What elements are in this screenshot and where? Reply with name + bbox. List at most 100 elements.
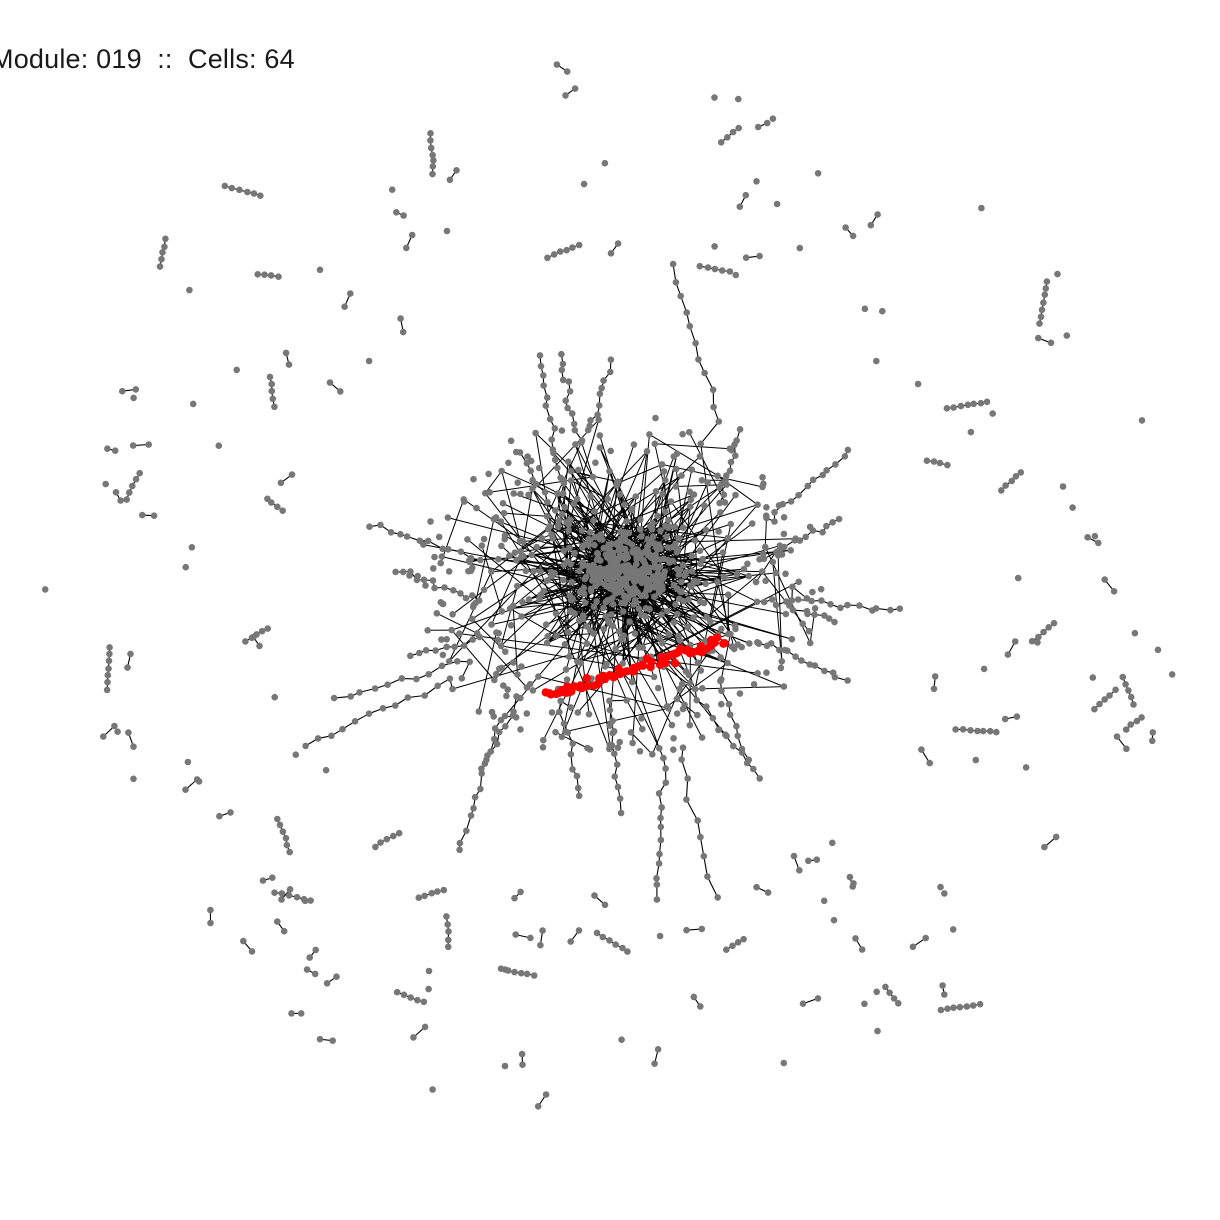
graph-node (806, 661, 814, 668)
graph-node (444, 943, 452, 951)
graph-node (302, 742, 309, 750)
graph-node (799, 620, 806, 628)
graph-node (952, 726, 959, 733)
graph-node (566, 592, 574, 599)
graph-node (931, 673, 939, 680)
graph-node (754, 670, 761, 677)
graph-node (429, 170, 436, 178)
graph-edge (716, 581, 735, 650)
graph-node (943, 405, 951, 412)
graph-node (523, 460, 531, 467)
graph-node (509, 602, 517, 610)
graph-node (267, 272, 275, 279)
graph-node (823, 467, 830, 474)
graph-node (656, 563, 663, 571)
graph-node (659, 639, 666, 647)
graph-node (598, 384, 605, 392)
graph-node (573, 495, 581, 503)
graph-node (422, 582, 429, 589)
graph-node (523, 710, 531, 717)
graph-node (655, 586, 663, 593)
graph-node (207, 919, 214, 927)
graph-node (1091, 532, 1099, 540)
graph-node (969, 1002, 977, 1009)
graph-node (684, 775, 691, 782)
graph-node (690, 614, 697, 621)
graph-node (895, 1000, 902, 1007)
graph-node (476, 633, 483, 641)
graph-node (922, 934, 929, 942)
graph-node (651, 1060, 658, 1067)
graph-node (565, 458, 572, 466)
graph-node (624, 948, 631, 955)
graph-node (1040, 299, 1047, 307)
graph-node (392, 702, 399, 709)
graph-node (104, 678, 111, 686)
graph-node (564, 729, 572, 736)
graph-node (811, 605, 819, 612)
graph-node (527, 467, 534, 475)
graph-node (111, 447, 119, 455)
graph-node (536, 352, 544, 359)
graph-node (656, 850, 663, 858)
graph-node (429, 151, 436, 159)
graph-node (731, 441, 738, 449)
graph-node (599, 536, 606, 543)
graph-node (552, 610, 560, 617)
graph-node (787, 498, 795, 505)
graph-edge (764, 517, 767, 548)
graph-node (549, 446, 557, 453)
graph-node (763, 119, 771, 127)
graph-node (729, 942, 736, 950)
graph-node (514, 582, 521, 590)
graph-node (597, 531, 605, 538)
graph-node (612, 941, 619, 948)
graph-node (125, 729, 132, 736)
graph-node (303, 966, 311, 973)
graph-node (649, 751, 656, 758)
graph-node (605, 541, 612, 548)
graph-node (616, 491, 624, 498)
graph-node (536, 595, 543, 602)
graph-node (669, 260, 677, 268)
graph-node (636, 748, 644, 755)
graph-node (159, 249, 166, 256)
graph-node (105, 665, 112, 672)
graph-node (607, 356, 615, 364)
graph-node (337, 388, 344, 395)
graph-edge (700, 443, 729, 635)
graph-node (470, 475, 477, 483)
graph-node (584, 562, 592, 570)
graph-node (727, 520, 735, 528)
graph-node (500, 682, 507, 689)
graph-node (679, 430, 686, 438)
graph-node (697, 1003, 704, 1010)
graph-node (482, 489, 489, 497)
graph-node (236, 186, 243, 194)
graph-node (493, 670, 500, 678)
graph-node (557, 474, 564, 482)
graph-node (527, 934, 534, 942)
graph-node (543, 512, 551, 520)
graph-node (592, 582, 599, 590)
graph-node (665, 705, 672, 712)
graph-node (601, 663, 609, 670)
graph-node (103, 686, 111, 694)
graph-node (686, 679, 694, 687)
graph-node (1154, 646, 1162, 654)
graph-node (681, 701, 688, 709)
graph-node (529, 687, 537, 694)
graph-node (266, 373, 274, 381)
graph-node (660, 754, 667, 762)
graph-node (809, 588, 816, 596)
graph-node (457, 590, 464, 597)
graph-node (106, 644, 113, 651)
graph-node (606, 467, 613, 475)
graph-node (637, 516, 644, 523)
graph-node (424, 627, 432, 634)
graph-node (614, 240, 622, 247)
graph-node (617, 551, 624, 559)
graph-node (697, 667, 705, 674)
graph-node (711, 94, 718, 101)
graph-node (460, 496, 468, 503)
